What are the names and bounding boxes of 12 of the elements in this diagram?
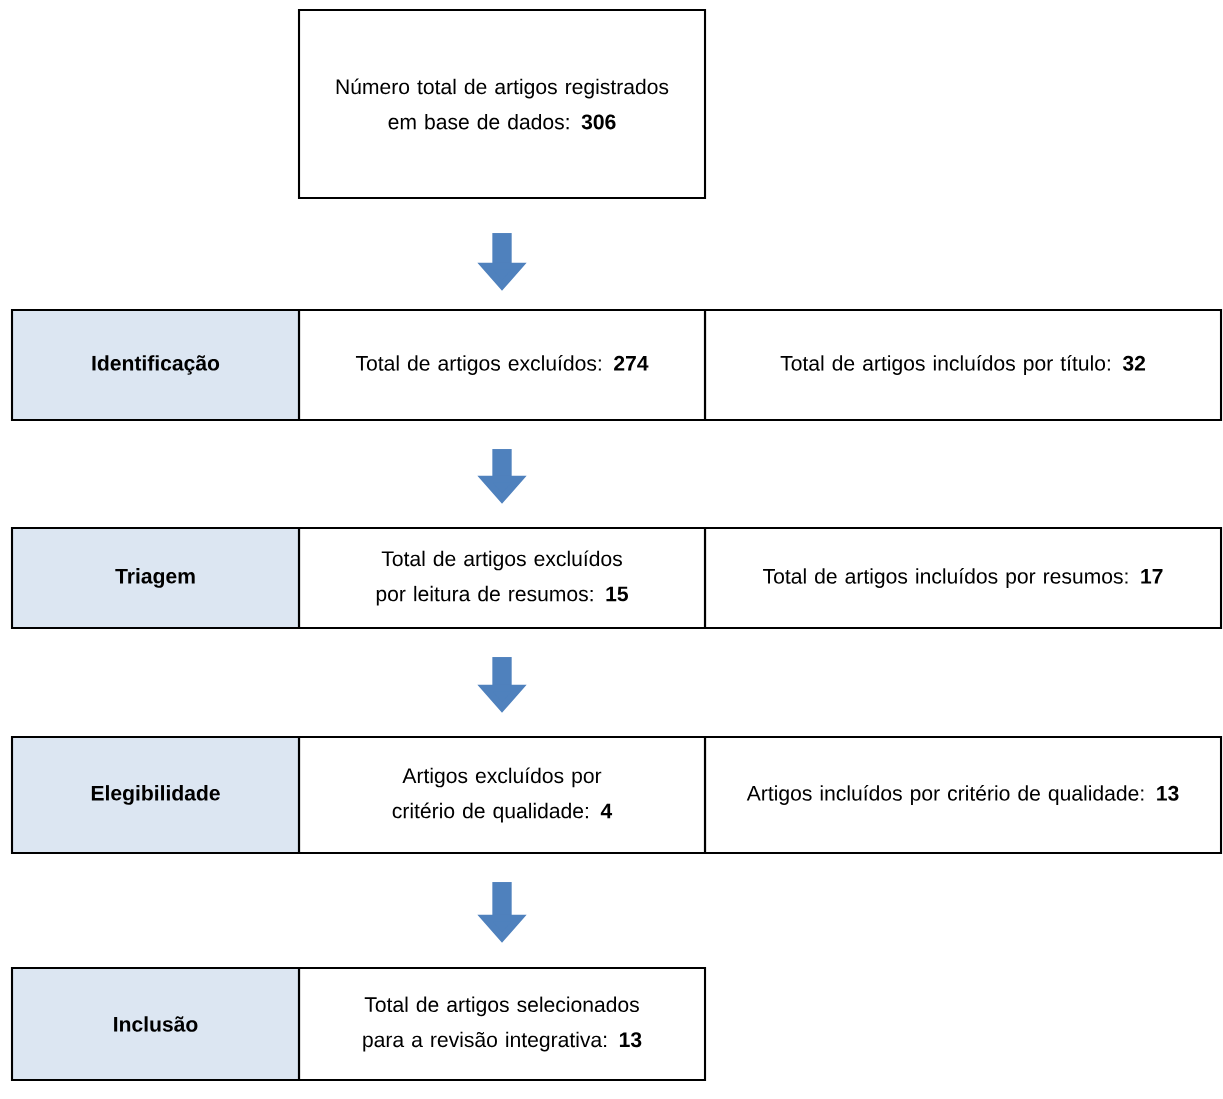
result-cell: Total de artigos excluídos por leitura de resumos: 15	[297, 526, 707, 630]
result-cell: Total de artigos incluídos por título: 32	[703, 308, 1223, 422]
source-box: Número total de artigos registrados em base de dados: 306	[297, 8, 707, 200]
stage-label-cell: Identificação	[10, 308, 301, 422]
result-cell: Artigos excluídos por critério de qualidade: 4	[297, 735, 707, 855]
result-cell: Total de artigos excluídos: 274	[297, 308, 707, 422]
stage-label-cell: Inclusão	[10, 966, 301, 1082]
stage-label-cell: Triagem	[10, 526, 301, 630]
result-cell: Total de artigos incluídos por resumos: 17	[703, 526, 1223, 630]
result-cell: Total de artigos selecionados para a revisão integrativa: 13	[297, 966, 707, 1082]
stage-label-cell: Elegibilidade	[10, 735, 301, 855]
result-cell: Artigos incluídos por critério de qualidade: 13	[703, 735, 1223, 855]
